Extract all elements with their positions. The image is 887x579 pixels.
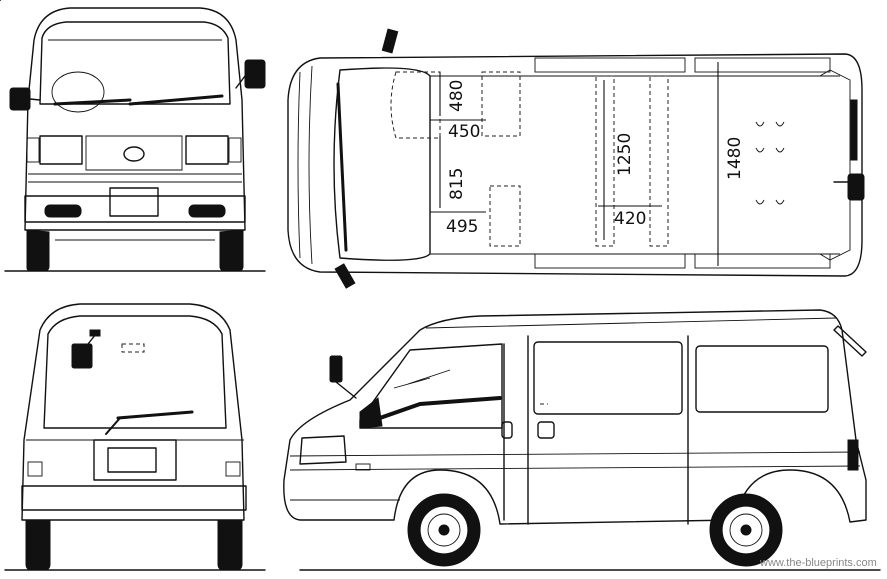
rear-view [0, 0, 266, 571]
dim-label-480: 480 [447, 80, 467, 112]
dim-label-495: 495 [446, 217, 478, 237]
dim-label-420: 420 [614, 209, 646, 229]
brand-logo-icon [123, 146, 145, 162]
dim-label-450: 450 [448, 122, 480, 142]
front-wheel-icon [407, 493, 481, 567]
watermark: www.the-blueprints.com [759, 557, 877, 569]
rear-wheel-icon [709, 493, 783, 567]
top-view: 480 450 815 495 1250 420 1480 [287, 28, 865, 289]
left-mirror-icon [9, 87, 31, 111]
dim-label-815: 815 [447, 168, 467, 200]
right-mirror-icon [244, 59, 266, 89]
dim-label-1480: 1480 [725, 137, 745, 180]
side-view [283, 309, 881, 571]
front-view [4, 7, 266, 272]
dim-label-1250: 1250 [615, 133, 635, 176]
